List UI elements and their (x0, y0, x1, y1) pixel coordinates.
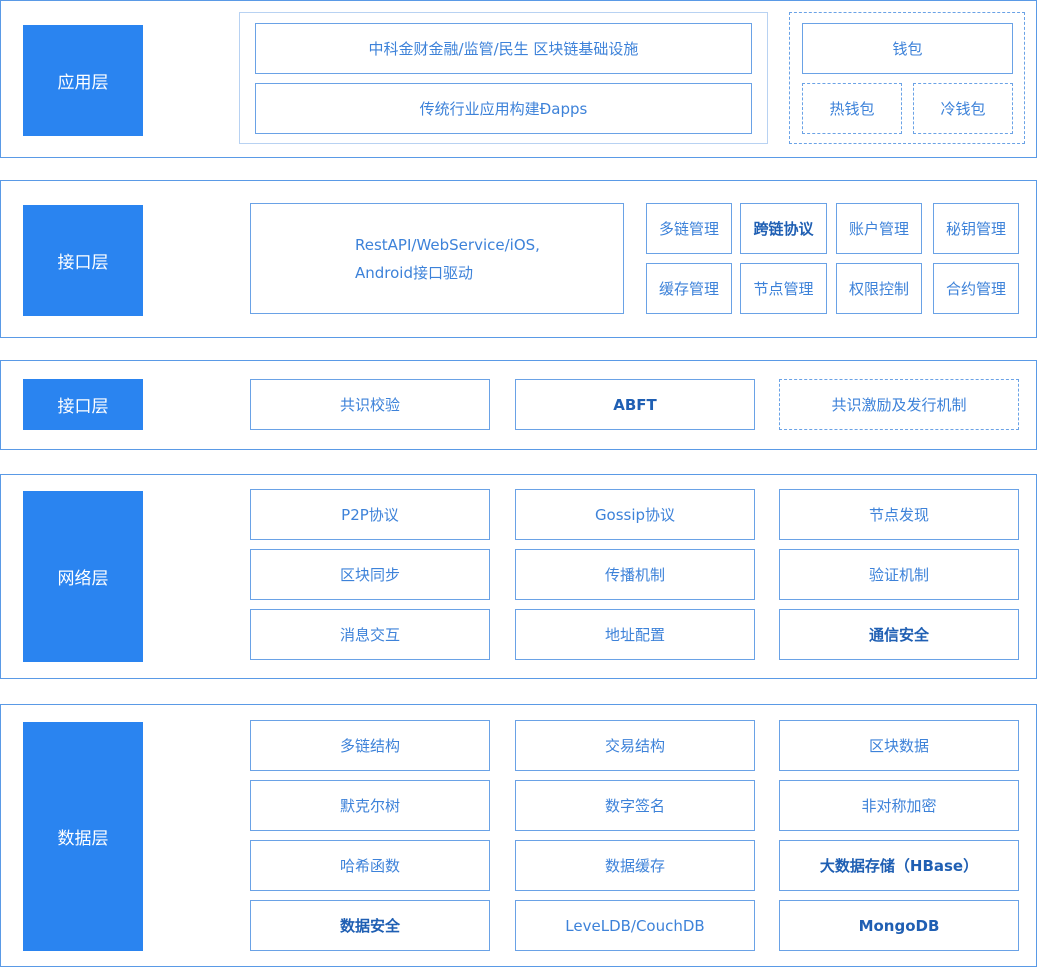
multi-chain-structure: 多链结构 (250, 720, 490, 771)
p2p-protocol: P2P协议 (250, 489, 490, 540)
data-security: 数据安全 (250, 900, 490, 951)
propagation-mechanism: 传播机制 (515, 549, 755, 600)
gossip-protocol: Gossip协议 (515, 489, 755, 540)
interface-layer-2: 接口层 共识校验 ABFT 共识激励及发行机制 (0, 360, 1037, 450)
cache-management: 缓存管理 (646, 263, 732, 314)
api-line-2: Android接口驱动 (355, 263, 473, 282)
permission-control: 权限控制 (836, 263, 922, 314)
app-infrastructure-group (239, 12, 768, 144)
api-box: RestAPI/WebService/iOS, Android接口驱动 (250, 203, 624, 314)
account-management: 账户管理 (836, 203, 922, 254)
mongodb: MongoDB (779, 900, 1019, 951)
node-management: 节点管理 (740, 263, 827, 314)
app-item-dapps: 传统行业应用构建Đapps (255, 83, 752, 134)
hot-wallet-box: 热钱包 (802, 83, 902, 134)
interface-layer-1: 接口层 RestAPI/WebService/iOS, Android接口驱动 … (0, 180, 1037, 338)
leveldb-couchdb: LeveLDB/CouchDB (515, 900, 755, 951)
network-layer-label: 网络层 (23, 491, 143, 662)
data-layer: 数据层 多链结构 交易结构 区块数据 默克尔树 数字签名 非对称加密 哈希函数 … (0, 704, 1037, 967)
consensus-incentive-box: 共识激励及发行机制 (779, 379, 1019, 430)
merkle-tree: 默克尔树 (250, 780, 490, 831)
asymmetric-encryption: 非对称加密 (779, 780, 1019, 831)
interface-layer-1-label: 接口层 (23, 205, 143, 316)
multi-chain-management: 多链管理 (646, 203, 732, 254)
block-data: 区块数据 (779, 720, 1019, 771)
app-item-infrastructure: 中科金财金融/监管/民生 区块链基础设施 (255, 23, 752, 74)
api-line-1: RestAPI/WebService/iOS, (355, 235, 540, 254)
app-layer: 应用层 中科金财金融/监管/民生 区块链基础设施 传统行业应用构建Đapps 钱… (0, 0, 1037, 158)
data-cache: 数据缓存 (515, 840, 755, 891)
key-management: 秘钥管理 (933, 203, 1019, 254)
wallet-box: 钱包 (802, 23, 1013, 74)
block-sync: 区块同步 (250, 549, 490, 600)
wallet-group (789, 12, 1025, 144)
cold-wallet-box: 冷钱包 (913, 83, 1013, 134)
contract-management: 合约管理 (933, 263, 1019, 314)
network-layer: 网络层 P2P协议 Gossip协议 节点发现 区块同步 传播机制 验证机制 消… (0, 474, 1037, 679)
cross-chain-protocol: 跨链协议 (740, 203, 827, 254)
interface-layer-2-label: 接口层 (23, 379, 143, 430)
big-data-storage: 大数据存储（HBase） (779, 840, 1019, 891)
hash-function: 哈希函数 (250, 840, 490, 891)
message-interaction: 消息交互 (250, 609, 490, 660)
transaction-structure: 交易结构 (515, 720, 755, 771)
data-layer-label: 数据层 (23, 722, 143, 951)
digital-signature: 数字签名 (515, 780, 755, 831)
address-configuration: 地址配置 (515, 609, 755, 660)
consensus-verification: 共识校验 (250, 379, 490, 430)
communication-security: 通信安全 (779, 609, 1019, 660)
node-discovery: 节点发现 (779, 489, 1019, 540)
abft-box: ABFT (515, 379, 755, 430)
verification-mechanism: 验证机制 (779, 549, 1019, 600)
app-layer-label: 应用层 (23, 25, 143, 136)
